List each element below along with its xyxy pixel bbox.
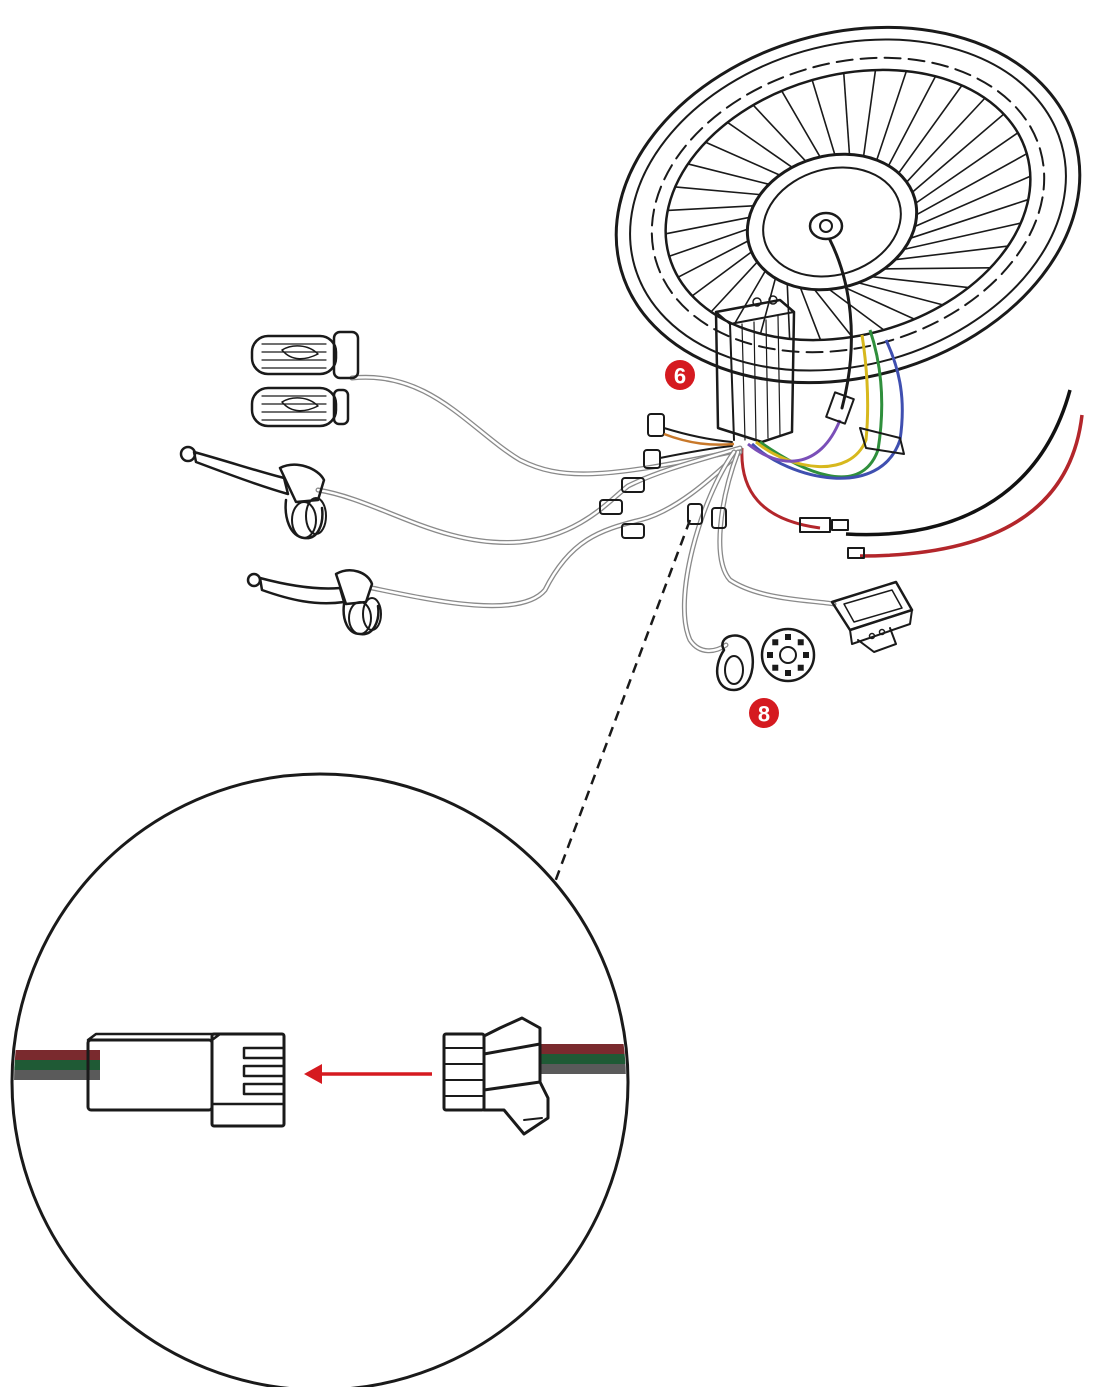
pas-magnet (803, 652, 809, 658)
wheel-spoke (811, 79, 836, 155)
wheel-spoke (687, 163, 770, 186)
wheel-spoke (710, 261, 758, 313)
wheel-spoke (910, 198, 1029, 239)
pas-magnets (767, 634, 809, 676)
wheel-spoke (705, 141, 781, 176)
callout-label-8: 8 (758, 702, 770, 727)
accessory-cables (315, 374, 837, 654)
pas-magnet (797, 639, 804, 646)
motor-phase-wires (747, 238, 905, 480)
brake-lever-icon (179, 445, 327, 540)
wheel-spoke (843, 286, 915, 320)
wheel-spoke (677, 240, 749, 278)
battery-wires-icon (740, 389, 1084, 559)
wheel-spoke (752, 104, 807, 162)
wheel-spoke (727, 121, 793, 168)
wheel-spoke (911, 113, 1005, 193)
pas-magnet (772, 664, 779, 671)
wheel-spoke (667, 205, 754, 212)
grip-icon (250, 386, 350, 428)
wheel-spoke (799, 287, 822, 341)
connection-arrow-icon (304, 1064, 432, 1084)
connector-detail-zoom (10, 772, 630, 1387)
wheel-spoke (733, 270, 767, 326)
wheel-hub-motor-icon (614, 25, 1082, 385)
wheel-spoke (887, 75, 937, 167)
wheel-spoke (871, 275, 969, 289)
wheel-spoke (858, 282, 944, 306)
wheel-spoke (842, 72, 851, 155)
wheel-spoke (914, 175, 1031, 228)
wheel-spokes (665, 69, 1031, 341)
wheel-spoke (875, 70, 908, 161)
wheel-spoke (894, 245, 1009, 261)
pas-magnet (767, 652, 773, 658)
wheel-spoke (862, 69, 877, 157)
connector-male-icon (442, 1016, 550, 1136)
wheel-spoke (786, 283, 791, 339)
wheel-spoke (903, 222, 1021, 251)
pas-magnet (785, 634, 791, 640)
callout-label-6: 6 (674, 364, 686, 389)
pas-sensor-icon (715, 627, 816, 692)
wheel-spoke (691, 251, 753, 297)
wheel-spoke (828, 288, 885, 331)
wheel-spoke (897, 84, 963, 174)
wheel-spoke (780, 90, 821, 158)
brake-lever-icon (246, 569, 382, 636)
wheel-spoke (759, 278, 777, 334)
wheel-spoke (675, 186, 761, 196)
connector-female-icon (86, 1032, 286, 1128)
wheel-spoke (665, 216, 750, 235)
controller-icon (714, 295, 796, 444)
pas-magnet (772, 639, 779, 646)
lcd-display-icon (830, 580, 914, 653)
callout-badge-circle (665, 360, 695, 390)
wheel-spoke (884, 266, 991, 270)
zoom-leader-line (550, 519, 692, 891)
callout-badge-circle (749, 698, 779, 728)
pas-magnet (797, 664, 804, 671)
wheel-spoke (668, 228, 748, 258)
pas-magnet (785, 670, 791, 676)
callout-badge: 8 (749, 698, 779, 728)
wheel-spoke (916, 153, 1028, 216)
wheel-spoke (915, 132, 1019, 204)
wheel-spoke (813, 289, 853, 338)
callout-badge: 6 (665, 360, 695, 390)
wheel-spoke (906, 97, 986, 183)
throttle-grip-icon (250, 330, 360, 380)
